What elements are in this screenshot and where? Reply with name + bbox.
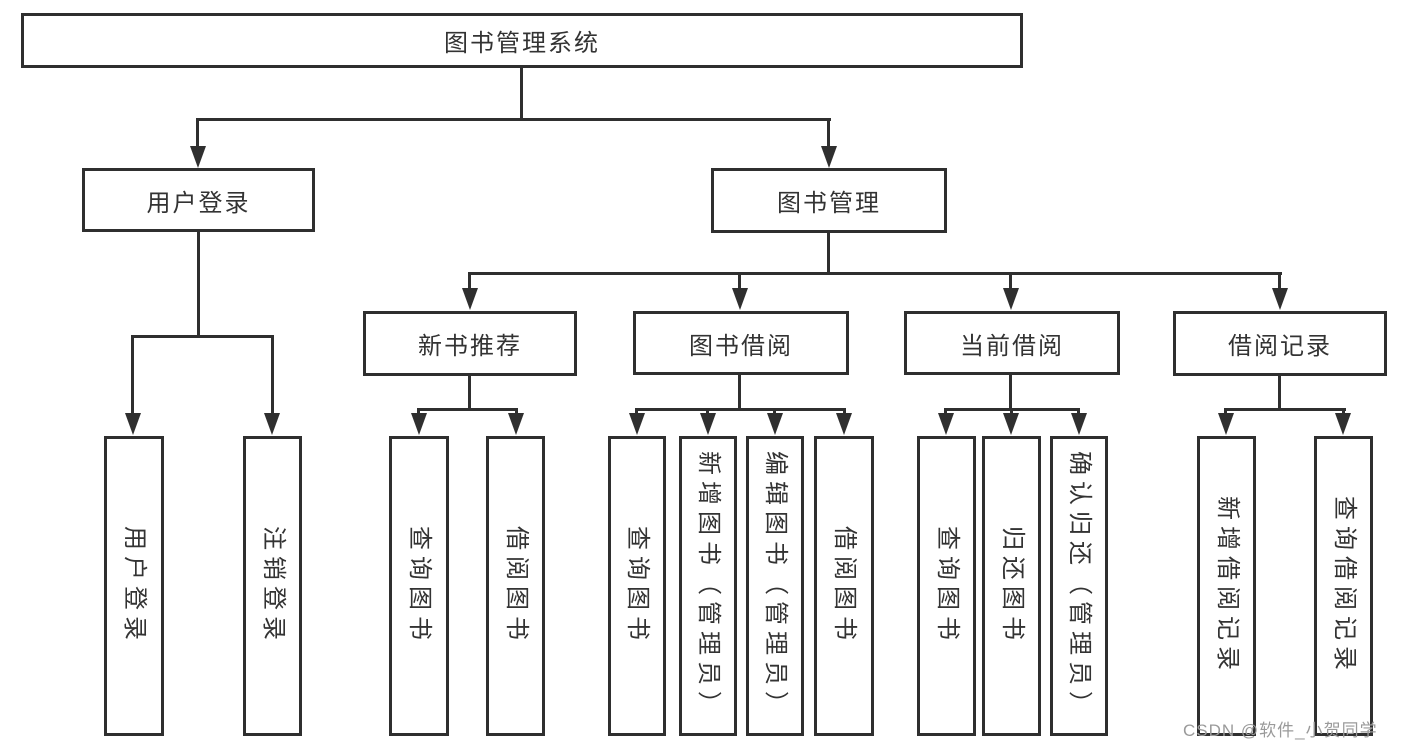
arrow-new-book-rec bbox=[462, 288, 478, 310]
node-book-borrow-label: 图书借阅 bbox=[689, 332, 793, 360]
arrow-bb-add bbox=[700, 413, 716, 435]
connector-nbr-stem bbox=[468, 375, 471, 410]
leaf-br-query-record: 查询借阅记录 bbox=[1314, 436, 1373, 736]
connector-drop-br-add bbox=[1224, 408, 1227, 416]
node-root-label: 图书管理系统 bbox=[444, 30, 600, 57]
leaf-cb-query-books-label: 查询图书 bbox=[933, 526, 961, 646]
node-borrow-records: 借阅记录 bbox=[1173, 311, 1387, 376]
connector-drop-book-mgmt bbox=[827, 118, 830, 148]
node-borrow-records-label: 借阅记录 bbox=[1228, 333, 1332, 360]
connector-br-split bbox=[1224, 408, 1346, 411]
connector-br-stem bbox=[1278, 375, 1281, 410]
connector-drop-bb-add bbox=[706, 408, 709, 416]
leaf-logout: 注销登录 bbox=[243, 436, 302, 736]
leaf-cb-return-books-label: 归还图书 bbox=[998, 526, 1026, 646]
leaf-bb-query-books-label: 查询图书 bbox=[624, 526, 651, 646]
connector-drop-bb-edit bbox=[773, 408, 776, 416]
leaf-user-login: 用户登录 bbox=[104, 436, 164, 736]
leaf-bb-borrow-books: 借阅图书 bbox=[814, 436, 874, 736]
connector-drop-current-borrow bbox=[1009, 272, 1012, 290]
connector-nbr-split bbox=[417, 408, 518, 411]
arrow-nbr-borrow bbox=[508, 413, 524, 435]
leaf-bb-query-books: 查询图书 bbox=[608, 436, 666, 736]
connector-bb-stem bbox=[738, 375, 741, 410]
connector-drop-cb-return bbox=[1010, 408, 1013, 416]
arrow-borrow-records bbox=[1272, 288, 1288, 310]
leaf-cb-confirm-return-admin-label: 确认归还（管理员） bbox=[1066, 451, 1093, 721]
connector-drop-nbr-query bbox=[417, 408, 420, 416]
leaf-bb-edit-books-admin: 编辑图书（管理员） bbox=[746, 436, 804, 736]
arrow-br-add bbox=[1218, 413, 1234, 435]
leaf-br-add-record-label: 新增借阅记录 bbox=[1213, 496, 1241, 676]
leaf-br-query-record-label: 查询借阅记录 bbox=[1330, 496, 1358, 676]
node-book-mgmt-label: 图书管理 bbox=[777, 190, 881, 217]
arrow-leaf-login bbox=[125, 413, 141, 435]
arrow-book-borrow bbox=[732, 288, 748, 310]
node-book-borrow: 图书借阅 bbox=[633, 311, 849, 375]
connector-drop-bb-query bbox=[635, 408, 638, 416]
connector-bb-split bbox=[635, 408, 846, 411]
connector-book-mgmt-split bbox=[468, 272, 1282, 275]
arrow-book-mgmt bbox=[821, 146, 837, 168]
arrow-br-query bbox=[1335, 413, 1351, 435]
node-current-borrow: 当前借阅 bbox=[904, 311, 1120, 375]
leaf-bb-edit-books-admin-label: 编辑图书（管理员） bbox=[762, 451, 789, 721]
arrow-cb-query bbox=[938, 413, 954, 435]
leaf-nbr-query-books: 查询图书 bbox=[389, 436, 449, 736]
leaf-bb-add-books-admin: 新增图书（管理员） bbox=[679, 436, 737, 736]
arrow-cb-return bbox=[1003, 413, 1019, 435]
connector-root-split bbox=[197, 118, 831, 121]
connector-drop-nbr-borrow bbox=[515, 408, 518, 416]
node-book-mgmt: 图书管理 bbox=[711, 168, 947, 233]
connector-drop-br-query bbox=[1342, 408, 1345, 416]
leaf-nbr-borrow-books-label: 借阅图书 bbox=[502, 526, 530, 646]
arrow-leaf-logout bbox=[264, 413, 280, 435]
connector-drop-user-login bbox=[196, 118, 199, 148]
csdn-watermark: CSDN @软件_小贺同学 bbox=[1183, 721, 1378, 740]
connector-drop-bb-borrow bbox=[843, 408, 846, 416]
arrow-bb-borrow bbox=[836, 413, 852, 435]
leaf-cb-return-books: 归还图书 bbox=[982, 436, 1041, 736]
connector-drop-book-borrow bbox=[738, 272, 741, 290]
connector-drop-leaf-logout bbox=[271, 335, 274, 415]
connector-drop-new-book-rec bbox=[468, 272, 471, 290]
connector-drop-cb-query bbox=[944, 408, 947, 416]
arrow-bb-query bbox=[629, 413, 645, 435]
node-user-login: 用户登录 bbox=[82, 168, 315, 232]
leaf-bb-add-books-admin-label: 新增图书（管理员） bbox=[695, 451, 722, 721]
node-new-book-rec: 新书推荐 bbox=[363, 311, 577, 376]
arrow-cb-confirm bbox=[1071, 413, 1087, 435]
arrow-nbr-query bbox=[411, 413, 427, 435]
connector-cb-stem bbox=[1009, 375, 1012, 410]
node-new-book-rec-label: 新书推荐 bbox=[418, 333, 522, 360]
connector-drop-borrow-records bbox=[1278, 272, 1281, 290]
connector-drop-leaf-login bbox=[131, 335, 134, 415]
connector-root-stem bbox=[520, 68, 523, 120]
leaf-br-add-record: 新增借阅记录 bbox=[1197, 436, 1256, 736]
leaf-user-login-label: 用户登录 bbox=[121, 526, 148, 646]
node-user-login-label: 用户登录 bbox=[146, 189, 251, 217]
connector-drop-cb-confirm bbox=[1077, 408, 1080, 416]
connector-user-login-split bbox=[131, 335, 274, 338]
leaf-logout-label: 注销登录 bbox=[259, 526, 287, 646]
leaf-cb-confirm-return-admin: 确认归还（管理员） bbox=[1050, 436, 1108, 736]
arrow-user-login bbox=[190, 146, 206, 168]
leaf-nbr-borrow-books: 借阅图书 bbox=[486, 436, 545, 736]
arrow-current-borrow bbox=[1003, 288, 1019, 310]
connector-book-mgmt-stem bbox=[827, 232, 830, 275]
connector-user-login-stem bbox=[197, 232, 200, 337]
node-root: 图书管理系统 bbox=[21, 13, 1023, 68]
arrow-bb-edit bbox=[767, 413, 783, 435]
leaf-nbr-query-books-label: 查询图书 bbox=[406, 526, 433, 646]
node-current-borrow-label: 当前借阅 bbox=[960, 332, 1064, 360]
leaf-bb-borrow-books-label: 借阅图书 bbox=[831, 526, 858, 646]
leaf-cb-query-books: 查询图书 bbox=[917, 436, 976, 736]
